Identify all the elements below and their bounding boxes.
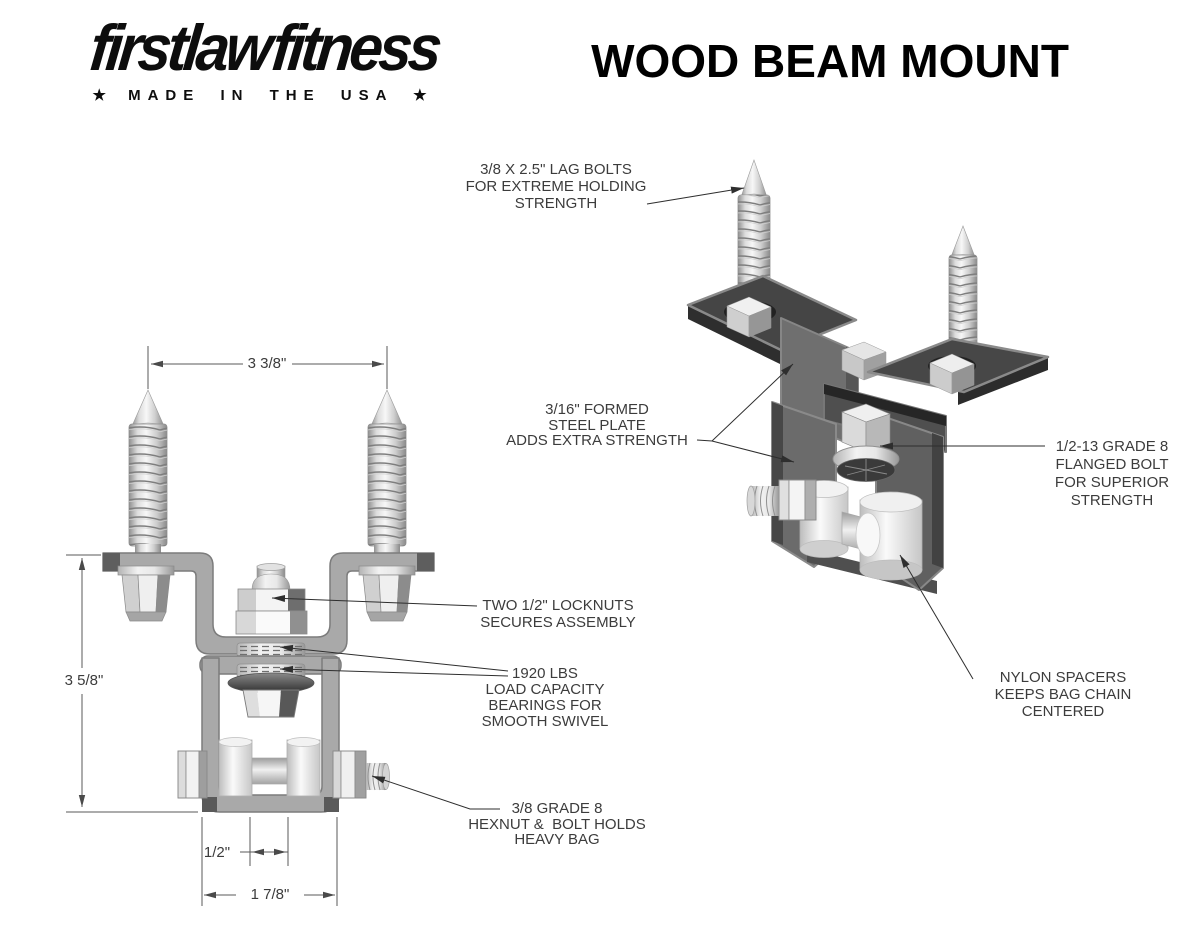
plate-wing-right — [866, 337, 1050, 405]
nylon-spacers-front — [218, 737, 321, 797]
plate-nut-right — [358, 565, 416, 622]
flanged-bolt-iso — [832, 403, 900, 482]
lag-bolt-iso-right — [948, 225, 978, 348]
lag-bolt-front-left — [128, 389, 168, 555]
leader-lines — [271, 186, 1045, 810]
clevis-corner-left — [202, 797, 217, 812]
page-title: WOOD BEAM MOUNT — [591, 35, 1069, 87]
callout-nylon-spacers: NYLON SPACERS KEEPS BAG CHAIN CENTERED — [994, 669, 1132, 720]
callout-bearings: 1920 LBS LOAD CAPACITY BEARINGS FOR SMOO… — [481, 665, 609, 730]
star-right-icon: ★ — [413, 87, 429, 104]
nylon-spacers-iso — [799, 480, 923, 581]
lag-bolt-front-right — [367, 389, 407, 555]
dim-mount-height: 3 5/8" — [64, 672, 104, 689]
bearing-stack-upper — [236, 642, 306, 658]
logo-tagline: ★ MADE IN THE USA ★ — [38, 86, 483, 104]
callout-lag-bolts: 3/8 X 2.5" LAG BOLTS FOR EXTREME HOLDING… — [465, 161, 647, 212]
dimension-lines — [66, 346, 388, 906]
bag-bolt-front — [177, 750, 390, 799]
dim-spacer-gap: 1/2" — [203, 844, 231, 861]
plate-nut-left — [117, 565, 175, 622]
firstlaw-fitness-logo: firstlawfitness ★ MADE IN THE USA ★ — [38, 12, 483, 104]
iso-view — [686, 159, 1050, 594]
callout-flanged-bolt: 1/2-13 GRADE 8 FLANGED BOLT FOR SUPERIOR… — [1054, 438, 1170, 509]
callout-bag-bolt: 3/8 GRADE 8 HEXNUT & BOLT HOLDS HEAVY BA… — [468, 800, 646, 848]
bag-bolt-iso — [746, 479, 817, 521]
flanged-nut-front — [227, 672, 315, 718]
front-view — [66, 346, 435, 906]
star-left-icon: ★ — [92, 87, 108, 104]
tagline-text: MADE IN THE USA — [128, 87, 393, 104]
dim-clevis-width: 1 7/8" — [250, 886, 290, 903]
callout-locknuts: TWO 1/2" LOCKNUTS SECURES ASSEMBLY — [480, 597, 636, 631]
clevis-corner-right — [324, 797, 339, 812]
callout-steel-plate: 3/16" FORMED STEEL PLATE ADDS EXTRA STRE… — [506, 401, 688, 449]
plate-end-tab-left — [103, 553, 120, 571]
plate-end-tab-right — [417, 553, 434, 571]
dim-mount-width: 3 3/8" — [247, 355, 287, 372]
lag-bolt-iso-left — [737, 159, 771, 298]
